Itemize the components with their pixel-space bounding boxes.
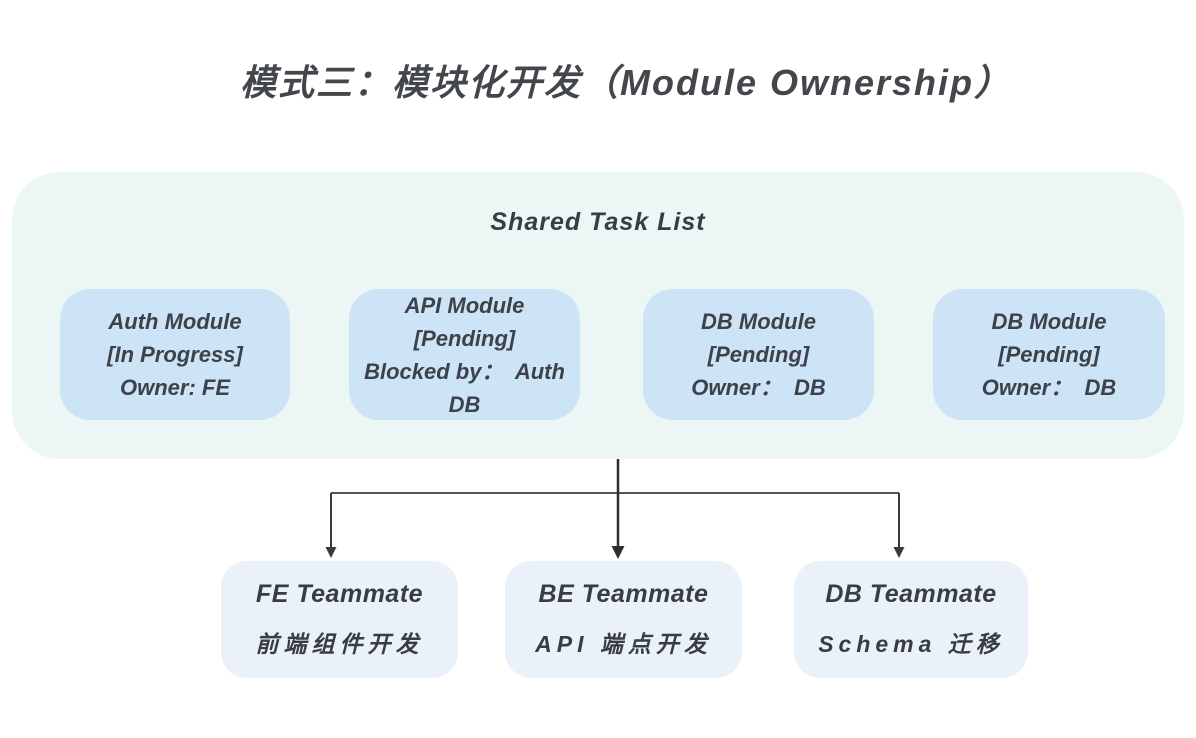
teammate-task: Schema 迁移 — [818, 631, 1004, 657]
module-name: DB Module — [701, 309, 816, 334]
module-owner: Owner： DB — [691, 375, 826, 400]
module-blocked-by: Blocked by： Auth DB — [364, 358, 572, 417]
module-status: [Pending] — [413, 325, 516, 351]
teammate-task: API 端点开发 — [535, 631, 712, 657]
module-status: [In Progress] — [107, 342, 243, 367]
module-owner: Owner： DB — [981, 375, 1117, 400]
module-status: [Pending] — [998, 342, 1100, 367]
module-card-auth: Auth Module [In Progress] Owner: FE — [60, 289, 290, 420]
module-card-db-2: DB Module [Pending] Owner： DB — [933, 289, 1165, 420]
module-name: API Module — [404, 292, 525, 318]
teammate-role: BE Teammate — [538, 580, 709, 608]
teammate-task: 前端组件开发 — [255, 631, 424, 657]
module-owner: Owner: FE — [119, 375, 230, 400]
module-name: DB Module — [991, 309, 1107, 334]
module-status: [Pending] — [707, 342, 810, 367]
module-card-db-1: DB Module [Pending] Owner： DB — [643, 289, 874, 420]
arrow-right-head — [893, 547, 905, 558]
teammate-role: DB Teammate — [825, 580, 997, 608]
shared-task-list-title: Shared Task List — [490, 208, 706, 236]
teammate-card-be: BE Teammate API 端点开发 — [505, 561, 742, 678]
module-card-api: API Module [Pending] Blocked by： Auth DB — [349, 289, 580, 420]
teammate-role: FE Teammate — [255, 580, 424, 608]
teammate-card-fe: FE Teammate 前端组件开发 — [221, 561, 458, 678]
arrow-left-head — [325, 547, 337, 558]
shared-task-list-panel: Shared Task List Auth Module [In Progres… — [12, 172, 1184, 459]
module-name: Auth Module — [108, 309, 242, 334]
arrow-center-head — [611, 546, 625, 559]
teammate-card-db: DB Teammate Schema 迁移 — [794, 561, 1028, 678]
diagram-title: 模式三：模块化开发（Module Ownership） — [239, 62, 1012, 103]
